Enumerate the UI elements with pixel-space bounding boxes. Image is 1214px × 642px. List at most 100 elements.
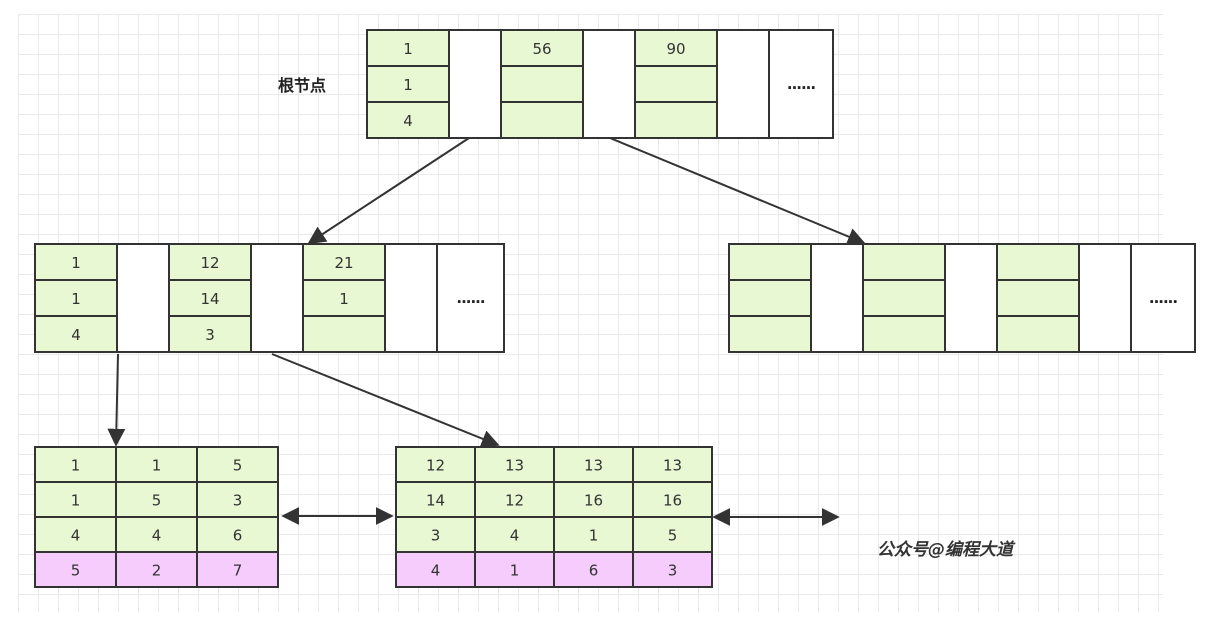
key-value: 21 xyxy=(334,254,353,272)
pointer-cell xyxy=(250,243,304,353)
key-cell xyxy=(996,243,1080,281)
key-value: 4 xyxy=(403,112,413,130)
key-value: 1 xyxy=(71,254,81,272)
data-value: 6 xyxy=(589,562,599,580)
pointer-cell xyxy=(116,243,170,353)
key-cell xyxy=(632,481,713,518)
key-value: 1 xyxy=(71,492,81,510)
data-value: 3 xyxy=(668,562,678,580)
key-cell xyxy=(500,101,584,139)
key-value: 3 xyxy=(233,492,243,510)
key-cell xyxy=(196,446,279,483)
key-value: 6 xyxy=(233,527,243,545)
key-value: 5 xyxy=(152,492,162,510)
key-value: 1 xyxy=(339,290,349,308)
key-cell xyxy=(996,315,1080,353)
ellipsis-cell xyxy=(768,29,834,139)
ellipsis-cell xyxy=(436,243,505,353)
key-cell xyxy=(34,243,118,281)
key-value: 90 xyxy=(666,40,685,58)
key-value: 4 xyxy=(71,326,81,344)
key-cell xyxy=(302,243,386,281)
ellipsis-text: ...... xyxy=(787,75,815,93)
root-node-label: 根节点 xyxy=(278,76,326,95)
pointer-cell xyxy=(1078,243,1132,353)
key-cell xyxy=(862,279,946,317)
arrows xyxy=(107,137,866,526)
root-node: 1 1 4 56 90...... xyxy=(366,29,834,139)
key-value: 4 xyxy=(510,527,520,545)
key-value: 1 xyxy=(71,290,81,308)
data-value: 2 xyxy=(152,562,162,580)
key-cell xyxy=(728,243,812,281)
arrow-root-to-inner-right xyxy=(609,137,866,246)
key-cell xyxy=(500,65,584,103)
key-value: 12 xyxy=(505,492,524,510)
key-value: 14 xyxy=(200,290,219,308)
key-value: 1 xyxy=(71,457,81,475)
key-value: 3 xyxy=(205,326,215,344)
key-value: 5 xyxy=(668,527,678,545)
data-cell xyxy=(196,551,279,588)
key-value: 3 xyxy=(431,527,441,545)
data-cell xyxy=(553,551,634,588)
key-cell xyxy=(632,516,713,553)
inner-node-right: ...... xyxy=(728,243,1196,353)
key-value: 4 xyxy=(71,527,81,545)
key-cell xyxy=(728,279,812,317)
key-value: 12 xyxy=(200,254,219,272)
key-cell xyxy=(168,243,252,281)
data-cell xyxy=(115,551,198,588)
key-cell xyxy=(474,446,555,483)
ellipsis-cell xyxy=(1130,243,1196,353)
data-value: 1 xyxy=(510,562,520,580)
arrow-inner-to-leaf-left xyxy=(107,353,126,447)
key-cell xyxy=(395,481,476,518)
key-cell xyxy=(34,279,118,317)
key-value: 13 xyxy=(505,457,524,475)
key-cell xyxy=(862,243,946,281)
ellipsis-text: ...... xyxy=(1149,289,1177,307)
key-cell xyxy=(728,315,812,353)
key-value: 13 xyxy=(584,457,603,475)
key-value: 1 xyxy=(403,76,413,94)
key-value: 1 xyxy=(589,527,599,545)
data-value: 5 xyxy=(71,562,81,580)
key-cell xyxy=(34,315,118,353)
arrow-root-to-inner-left xyxy=(307,137,470,244)
pointer-cell xyxy=(810,243,864,353)
pointer-cell xyxy=(384,243,438,353)
key-value: 13 xyxy=(663,457,682,475)
key-cell xyxy=(302,315,386,353)
key-cell xyxy=(862,315,946,353)
key-cell xyxy=(996,279,1080,317)
key-value: 16 xyxy=(584,492,603,510)
key-cell xyxy=(196,516,279,553)
key-value: 5 xyxy=(233,457,243,475)
key-value: 16 xyxy=(663,492,682,510)
key-value: 1 xyxy=(403,40,413,58)
key-cell xyxy=(34,446,117,483)
pointer-cell xyxy=(944,243,998,353)
data-value: 7 xyxy=(233,562,243,580)
key-cell xyxy=(34,481,117,518)
key-value: 12 xyxy=(426,457,445,475)
data-cell xyxy=(474,551,555,588)
ellipsis-text: ...... xyxy=(456,289,484,307)
data-value: 4 xyxy=(431,562,441,580)
key-value: 56 xyxy=(532,40,551,58)
key-value: 4 xyxy=(152,527,162,545)
key-cell xyxy=(553,481,634,518)
key-value: 1 xyxy=(152,457,162,475)
key-value: 14 xyxy=(426,492,445,510)
pointer-cell xyxy=(716,29,770,139)
data-cell xyxy=(632,551,713,588)
pointer-cell xyxy=(448,29,502,139)
arrow-inner-to-leaf-right xyxy=(271,353,500,448)
watermark: 公众号@编程大道 xyxy=(877,540,1016,560)
key-cell xyxy=(634,29,718,67)
key-cell xyxy=(168,315,252,353)
